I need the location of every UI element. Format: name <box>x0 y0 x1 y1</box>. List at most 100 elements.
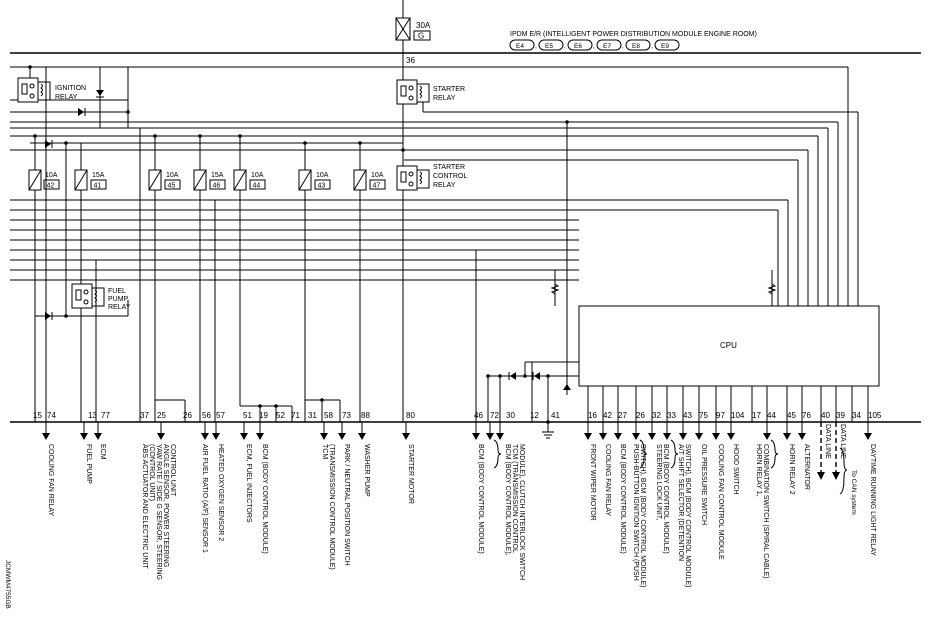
fuse-47-amp: 10A <box>371 172 384 179</box>
fuse-44-id: 44 <box>253 183 261 190</box>
fuse-47-id: 47 <box>373 183 381 190</box>
label-brackets <box>493 439 848 495</box>
label-steering-lock-line-2: BCM (BODY CONTROL MODULE) <box>662 444 669 554</box>
cpu-label: CPU <box>720 341 737 350</box>
fuel-pump-relay-label-2: PUMP <box>108 296 129 303</box>
label-horn-relay-2: HORN RELAY 2 <box>788 444 795 495</box>
label-bcm-3: BCM (BODY CONTROL MODULE) <box>619 444 626 554</box>
svg-text:,: , <box>622 43 624 50</box>
label-abs-line-5: CONTROL UNIT <box>169 444 176 497</box>
pin-77: 77 <box>101 411 110 420</box>
fuse-45-id: 45 <box>168 183 176 190</box>
label-bcm-tcm-line-2: TCM (TRANSMISSION CONTROL <box>511 444 518 553</box>
label-at-shift-line-1: A/T SHIFT SELECTOR (DETENTION <box>677 444 684 561</box>
pin-wires <box>45 67 869 422</box>
connector-e5: E5 <box>545 43 553 50</box>
connector-e7: E7 <box>603 43 611 50</box>
label-horn-relay-1-line-1: HORN RELAY 1, <box>755 444 762 497</box>
pin-52: 52 <box>276 411 285 420</box>
label-push-button-line-2: SWITCH), BCM (BODY CONTROL MODULE) <box>639 444 646 588</box>
label-fuel-pump: FUEL PUMP <box>85 444 92 484</box>
cpu-block: CPU <box>550 120 880 395</box>
pin-32: 32 <box>652 411 661 420</box>
pin-80: 80 <box>406 411 415 420</box>
pin-51: 51 <box>243 411 252 420</box>
pin-15: 15 <box>33 411 42 420</box>
pin-31: 31 <box>308 411 317 420</box>
pin-88: 88 <box>361 411 370 420</box>
svg-text:,: , <box>593 43 595 50</box>
fuse-41-id: 41 <box>94 183 102 190</box>
pin-45: 45 <box>787 411 796 420</box>
label-cooling-fan-relay-2: COOLING FAN RELAY <box>604 444 611 517</box>
label-data-line-1: DATA LINE <box>824 424 831 459</box>
fuse-42-id: 42 <box>47 183 55 190</box>
pin-19: 19 <box>259 411 268 420</box>
pin-76: 76 <box>802 411 811 420</box>
pin-44: 44 <box>767 411 776 420</box>
label-bcm-2: BCM (BODY CONTROL MODULE) <box>477 444 484 554</box>
pin-33: 33 <box>667 411 676 420</box>
label-daytime-running-light-relay: DAYTIME RUNNING LIGHT RELAY <box>869 444 876 556</box>
svg-text:,: , <box>564 43 566 50</box>
label-front-wiper-motor: FRONT WIPER MOTOR <box>589 444 596 521</box>
pin-27: 27 <box>618 411 627 420</box>
pin-56: 56 <box>202 411 211 420</box>
main-pin: 36 <box>406 56 415 65</box>
starter-relay-label-1: STARTER <box>433 86 465 93</box>
pin-46: 46 <box>474 411 483 420</box>
label-cooling-fan-relay: COOLING FAN RELAY <box>47 444 54 517</box>
pin-72: 72 <box>490 411 499 420</box>
starter-control-relay-label-2: CONTROL <box>433 173 467 180</box>
pin-43: 43 <box>683 411 692 420</box>
pin-12: 12 <box>530 411 539 420</box>
label-starter-motor: STARTER MOTOR <box>407 444 414 504</box>
label-bcm-1: BCM (BODY CONTROL MODULE) <box>261 444 268 554</box>
label-ecm: ECM <box>99 444 106 460</box>
fuse-row: 10A 42 15A 41 10A 45 15A 46 10A 44 10A 4… <box>28 134 386 422</box>
pin-39: 39 <box>836 411 845 420</box>
pin-16: 16 <box>588 411 597 420</box>
label-abs-line-1: ABS ACTUATOR AND ELECTRIC UNIT <box>141 444 148 569</box>
pin-58: 58 <box>324 411 333 420</box>
starter-control-relay-label-3: RELAY <box>433 182 456 189</box>
label-af-sensor: AIR FUEL RATIO (A/F) SENSOR 1 <box>201 444 208 553</box>
output-arrows <box>42 422 872 480</box>
pin-30: 30 <box>506 411 515 420</box>
pin-104: 104 <box>731 411 745 420</box>
module-title: IPDM E/R (INTELLIGENT POWER DISTRIBUTION… <box>510 31 757 38</box>
label-data-line-2: DATA LINE <box>839 424 846 459</box>
pin-13: 13 <box>88 411 97 420</box>
pin-37: 37 <box>140 411 149 420</box>
label-horn-relay-1-line-2: COMBINATION SWITCH (SPIRAL CABLE) <box>762 444 769 579</box>
connector-e9: E9 <box>661 43 669 50</box>
pin-42: 42 <box>603 411 612 420</box>
pin-41: 41 <box>551 411 560 420</box>
starter-relay-label-2: RELAY <box>433 95 456 102</box>
label-tcm-line-1: TCM <box>321 444 328 459</box>
pin-97: 97 <box>716 411 725 420</box>
starter-relay: STARTER RELAY <box>396 79 859 306</box>
label-abs-line-3: YAW RATE / SIDE G SENSOR, STEERING <box>155 444 162 580</box>
connector-list: E4 , E5 , E6 , E7 , E8 , E9 <box>509 39 680 51</box>
pin-73: 73 <box>342 411 351 420</box>
fuse-46-amp: 15A <box>211 172 224 179</box>
pin-25: 25 <box>157 411 166 420</box>
fuse-42-amp: 10A <box>45 172 58 179</box>
starter-control-relay-label-1: STARTER <box>433 164 465 171</box>
fuel-pump-relay: FUEL PUMP RELAY <box>35 283 131 320</box>
pin-34: 34 <box>852 411 861 420</box>
label-washer-pump: WASHER PUMP <box>363 444 370 497</box>
label-abs-line-2: (CONTROL UNIT) <box>148 444 155 501</box>
pin-74: 74 <box>47 411 56 420</box>
label-push-button-line-1: PUSH-BUTTON IGNITION SWITCH (PUSH <box>632 444 639 581</box>
starter-control-relay: STARTER CONTROL RELAY <box>396 148 467 191</box>
ignition-relay-label-2: RELAY <box>55 94 78 101</box>
main-fuse-id: G <box>418 32 424 41</box>
label-bcm-tcm-line-3: MODULE), CLUTCH INTERLOCK SWITCH <box>518 444 525 580</box>
pin-26: 26 <box>183 411 192 420</box>
label-to-can-system: To CAN system <box>850 470 857 515</box>
ignition-relay: IGNITION RELAY <box>17 65 130 128</box>
label-tcm-line-2: (TRANSMISSION CONTROL MODULE) <box>328 444 335 570</box>
